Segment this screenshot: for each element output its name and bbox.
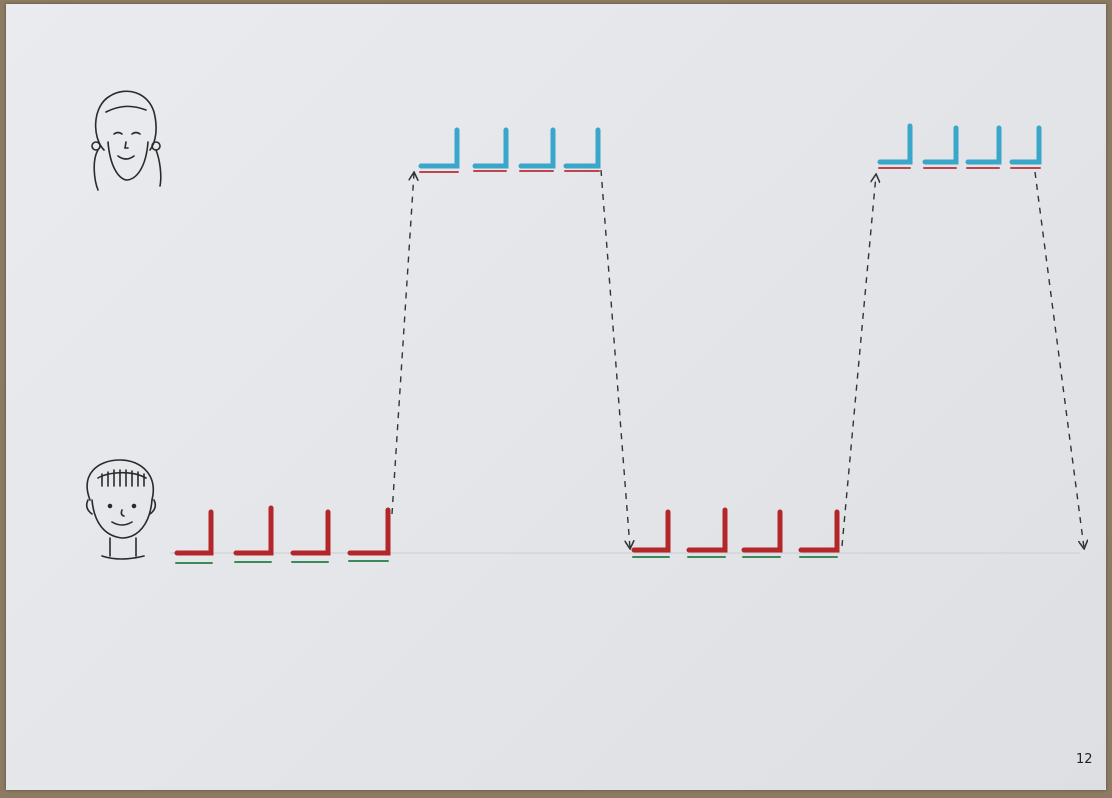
glyph-blue [924, 128, 956, 168]
glyph-red [743, 512, 780, 557]
red-group-1 [176, 508, 388, 563]
boy-face-icon [87, 460, 156, 559]
blue-group-1 [420, 130, 599, 172]
blue-group-2 [879, 126, 1040, 168]
glyph-red [349, 510, 388, 561]
glyph-red [292, 512, 328, 562]
glyph-red [235, 508, 271, 562]
glyph-blue [967, 128, 999, 168]
glyph-blue [420, 130, 458, 172]
glyph-red [800, 512, 837, 557]
glyph-blue [520, 130, 553, 171]
glyph-blue [1011, 128, 1040, 168]
dashed-arrow-up-1 [392, 173, 414, 514]
glyph-blue [474, 130, 506, 171]
glyph-blue [879, 126, 910, 168]
glyph-red [688, 510, 725, 557]
dashed-arrow-up-2 [842, 175, 876, 546]
red-group-2 [633, 510, 837, 557]
glyph-red [176, 512, 212, 563]
glyph-blue [565, 130, 599, 171]
dashed-arrow-down-1 [601, 170, 630, 548]
glyph-red [633, 512, 669, 557]
page-number: 12 [1076, 752, 1093, 767]
girl-face-icon [92, 91, 161, 190]
dashed-arrow-down-2 [1035, 172, 1084, 548]
